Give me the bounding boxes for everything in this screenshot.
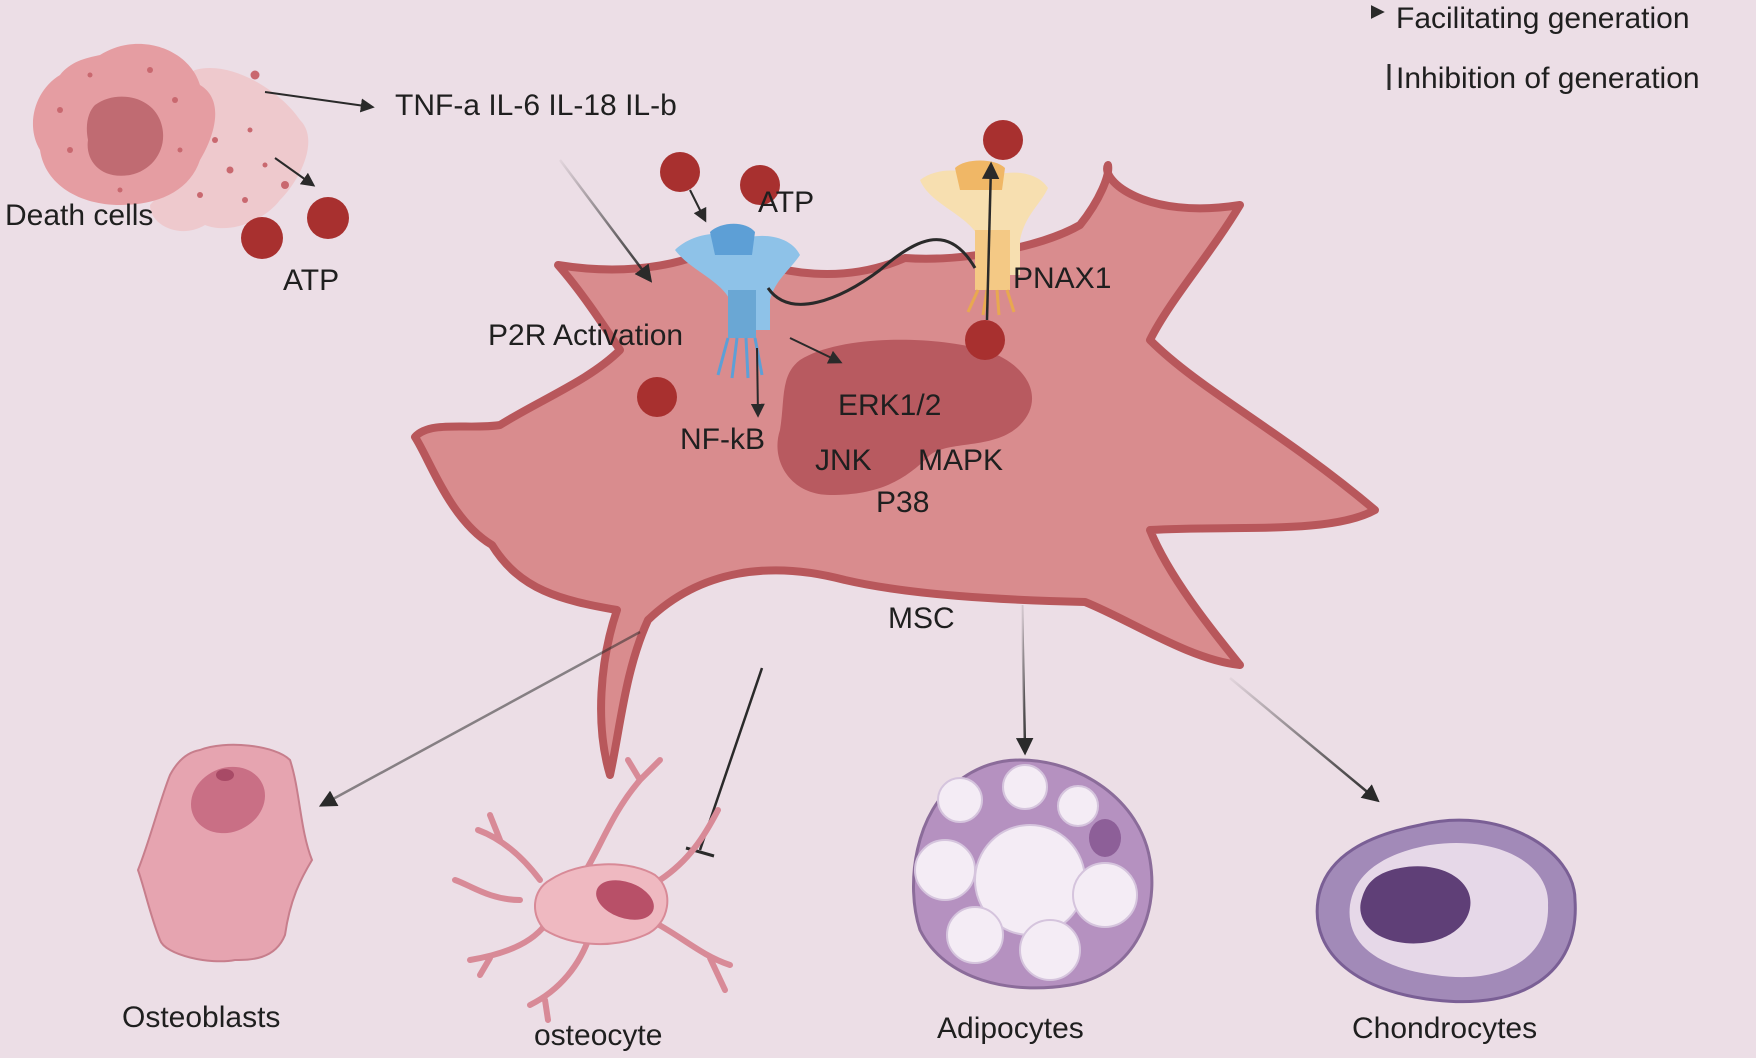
p2r-activation-label: P2R Activation bbox=[488, 319, 683, 352]
arrow-to-erk bbox=[789, 337, 843, 364]
chondrocytes-label: Chondrocytes bbox=[1352, 1012, 1537, 1045]
atp-molecule bbox=[307, 197, 349, 239]
cytokines-label: TNF-a IL-6 IL-18 IL-b bbox=[395, 89, 677, 122]
atp-molecule bbox=[983, 120, 1023, 160]
legend: Facilitating generation Inhibition of ge… bbox=[1236, 2, 1700, 95]
death-cell-icon bbox=[32, 43, 309, 232]
arrow-cytokines-to-msc bbox=[559, 159, 653, 283]
nf-kb-label: NF-kB bbox=[680, 423, 765, 456]
atp-molecule bbox=[740, 165, 780, 205]
legend-inhibition-label: Inhibition of generation bbox=[1396, 62, 1700, 95]
nucleus bbox=[777, 339, 1033, 495]
jnk-label: JNK bbox=[815, 444, 872, 477]
arrow-pnax1-release bbox=[981, 161, 1000, 321]
receptor-channel-link bbox=[766, 238, 977, 306]
adipocytes-label: Adipocytes bbox=[937, 1012, 1084, 1045]
arrow-to-cytokines bbox=[264, 91, 375, 113]
mapk-label: MAPK bbox=[918, 444, 1003, 477]
osteoblasts-label: Osteoblasts bbox=[122, 1001, 280, 1034]
atp-receptor-label: ATP bbox=[758, 186, 814, 219]
atp-left-label: ATP bbox=[283, 264, 339, 297]
death-cells-label: Death cells bbox=[5, 199, 153, 232]
arrow-to-atp bbox=[274, 157, 316, 187]
p2r-receptor-icon bbox=[675, 223, 800, 379]
osteocyte-nucleus bbox=[596, 880, 654, 920]
atp-molecule bbox=[241, 217, 283, 259]
msc-label: MSC bbox=[888, 602, 955, 635]
erk12-label: ERK1/2 bbox=[838, 389, 941, 422]
atp-molecule bbox=[965, 320, 1005, 360]
arrow-to-chondrocytes bbox=[1229, 677, 1380, 803]
pnax1-channel-icon bbox=[920, 160, 1048, 316]
arrow-to-nf-kb bbox=[750, 347, 765, 418]
osteoblast-icon bbox=[136, 743, 314, 963]
adipocyte-icon bbox=[911, 758, 1154, 990]
arrow-to-osteoblasts bbox=[318, 630, 641, 807]
atp-molecule bbox=[660, 152, 700, 192]
atp-molecule bbox=[637, 377, 677, 417]
pnax1-label: PNAX1 bbox=[1013, 262, 1111, 295]
arrow-atp-to-receptor bbox=[689, 189, 707, 223]
chondrocyte-icon bbox=[1315, 818, 1577, 1004]
arrow-to-adipocytes bbox=[1015, 604, 1034, 756]
p38-label: P38 bbox=[876, 486, 929, 519]
msc-cell-icon bbox=[411, 161, 1379, 779]
osteocyte-label: osteocyte bbox=[534, 1019, 662, 1052]
legend-facilitating-label: Facilitating generation bbox=[1396, 2, 1690, 35]
